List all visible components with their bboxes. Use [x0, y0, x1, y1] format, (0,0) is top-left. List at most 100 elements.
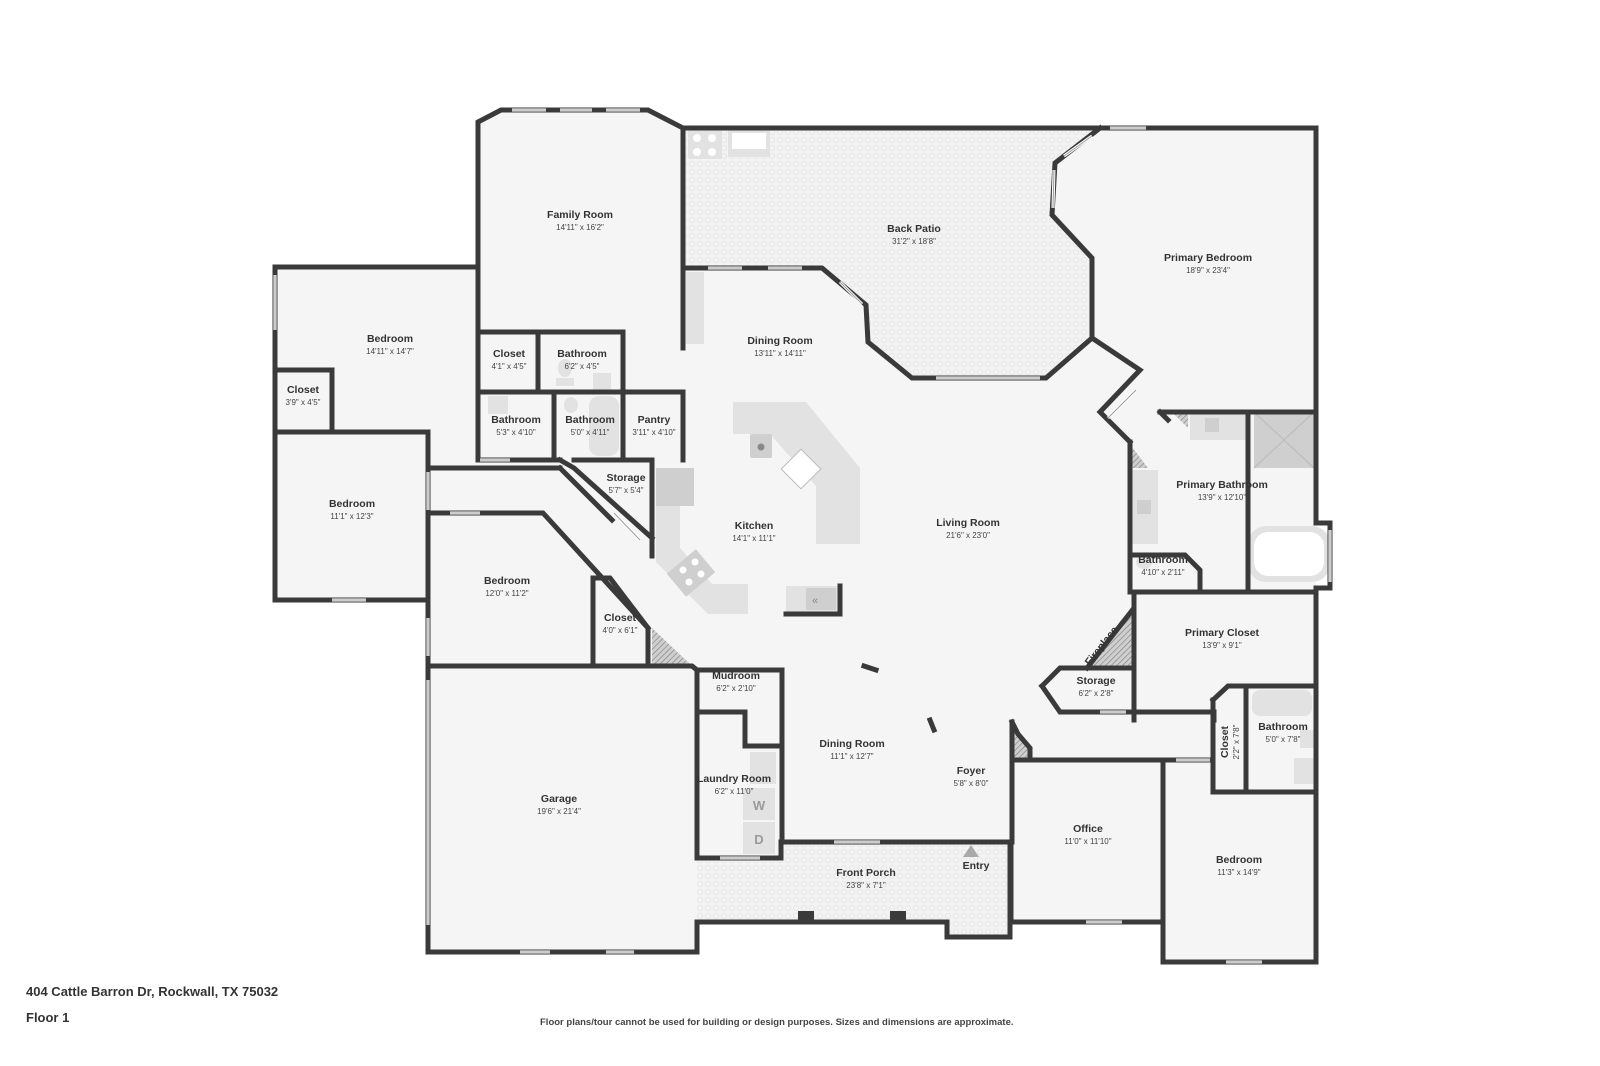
- closet-a-name: Closet: [493, 348, 526, 360]
- bedroom-w-dim: 11'1" x 12'3": [330, 512, 373, 521]
- foyer-name: Foyer: [957, 765, 986, 777]
- property-address: 404 Cattle Barron Dr, Rockwall, TX 75032: [26, 984, 279, 999]
- closet-d-dim: 2'2" x 7'8": [1232, 724, 1241, 759]
- mudroom-dim: 6'2" x 2'10": [716, 684, 756, 693]
- toilet-icon-2: [564, 397, 578, 413]
- sink-icon: [593, 373, 611, 390]
- dining-room-n-name: Dining Room: [747, 335, 812, 347]
- floor-label: Floor 1: [26, 1010, 70, 1025]
- garage-dim: 19'6" x 21'4": [537, 807, 581, 816]
- bedroom-w-name: Bedroom: [329, 498, 375, 510]
- storage-a-dim: 5'7" x 5'4": [609, 486, 644, 495]
- dining-room-s-dim: 11'1" x 12'7": [830, 752, 873, 761]
- dryer-label: D: [754, 832, 763, 847]
- office-name: Office: [1073, 823, 1103, 835]
- entry-arrow-icon: [963, 845, 979, 857]
- vanity-icon-2: [1294, 758, 1314, 784]
- dining-room-n-dim: 13'11" x 14'11": [754, 349, 806, 358]
- closet-c-name: Closet: [604, 612, 637, 624]
- bathroom-d-name: Bathroom: [1138, 554, 1188, 566]
- primary-bathroom-name: Primary Bathroom: [1176, 479, 1268, 491]
- storage-a-name: Storage: [606, 472, 645, 484]
- primary-bedroom-dim: 18'9" x 23'4": [1186, 266, 1230, 275]
- oven-glyph: «: [812, 595, 818, 607]
- garage-name: Garage: [541, 793, 577, 805]
- dryer-icon: [743, 822, 775, 854]
- bathroom-c-dim: 5'0" x 4'11": [571, 428, 610, 437]
- washer-icon: [743, 788, 775, 820]
- cooktop-icon: [666, 549, 716, 597]
- fixtures: « W D: [488, 129, 1330, 923]
- kitchen-island-icon: [733, 402, 860, 544]
- floor-fills: [275, 110, 1316, 962]
- pantry-name: Pantry: [638, 414, 671, 426]
- primary-bathroom-dim: 13'9" x 12'10": [1198, 493, 1246, 502]
- front-porch-area: [697, 842, 1010, 937]
- office-dim: 11'0" x 11'10": [1064, 837, 1111, 846]
- family-room-dim: 14'11" x 16'2": [556, 223, 604, 232]
- bedroom-nw-dim: 14'11" x 14'7": [366, 347, 414, 356]
- closet-b-dim: 3'9" x 4'5": [286, 398, 321, 407]
- bathroom-e-name: Bathroom: [1258, 721, 1308, 733]
- bedroom-c-dim: 12'0" x 11'2": [485, 589, 528, 598]
- laundry-room-name: Laundry Room: [697, 773, 771, 785]
- kitchen-dim: 14'1" x 11'1": [732, 534, 775, 543]
- back-patio-name: Back Patio: [887, 223, 941, 235]
- storage-b-dim: 6'2" x 2'8": [1079, 689, 1114, 698]
- primary-bedroom-name: Primary Bedroom: [1164, 252, 1252, 264]
- primary-vanity: [1190, 412, 1250, 440]
- front-porch-name: Front Porch: [836, 867, 896, 879]
- back-patio-area: [683, 128, 1100, 378]
- entry-name: Entry: [963, 860, 990, 872]
- primary-closet-name: Primary Closet: [1185, 627, 1260, 639]
- storage-b-name: Storage: [1076, 675, 1115, 687]
- tub-icon: [1252, 690, 1312, 716]
- closet-a-dim: 4'1" x 4'5": [492, 362, 527, 371]
- primary-bath-corner-hatch: [1172, 412, 1188, 428]
- mudroom-name: Mudroom: [712, 670, 760, 682]
- bathroom-e-dim: 5'0" x 7'8": [1266, 735, 1301, 744]
- bedroom-se-name: Bedroom: [1216, 854, 1262, 866]
- windows: [273, 108, 1332, 964]
- closet-b-name: Closet: [287, 384, 320, 396]
- primary-sink-2: [1137, 500, 1151, 514]
- refrigerator-icon: [656, 468, 694, 506]
- bathroom-b-dim: 5'3" x 4'10": [496, 428, 536, 437]
- outdoor-grill-icon: [688, 129, 770, 159]
- bathtub-icon: [589, 396, 619, 456]
- toilet-icon-4: [1300, 730, 1314, 748]
- kitchen-name: Kitchen: [735, 520, 774, 532]
- bathtub-inner: [1254, 532, 1324, 576]
- bathroom-d-dim: 4'10" x 2'11": [1141, 568, 1184, 577]
- disclaimer-text: Floor plans/tour cannot be used for buil…: [540, 1017, 1014, 1028]
- bedroom-c-name: Bedroom: [484, 575, 530, 587]
- bedroom-nw-name: Bedroom: [367, 333, 413, 345]
- bathroom-b-name: Bathroom: [491, 414, 541, 426]
- dining-counter: [686, 272, 704, 344]
- back-patio-dim: 31'2" x 18'8": [892, 237, 936, 246]
- bathroom-c-name: Bathroom: [565, 414, 615, 426]
- toilet-icon: [556, 359, 574, 386]
- living-room-dim: 21'6" x 23'0": [946, 531, 990, 540]
- closet-d-name: Closet: [1219, 725, 1231, 758]
- toilet-icon-3: [1136, 555, 1152, 569]
- foyer-dim: 5'8" x 8'0": [954, 779, 989, 788]
- vanity-icon: [488, 396, 508, 414]
- house-interior: [275, 110, 1316, 962]
- closet-c-hatch: [652, 628, 692, 666]
- primary-bath-corner-hatch-2: [1132, 447, 1148, 468]
- oven-icon: [806, 588, 836, 610]
- living-room-name: Living Room: [936, 517, 1000, 529]
- bathroom-a-dim: 6'2" x 4'5": [565, 362, 600, 371]
- closet-c-dim: 4'0" x 6'1": [603, 626, 638, 635]
- bathroom-a-name: Bathroom: [557, 348, 607, 360]
- dining-room-s-name: Dining Room: [819, 738, 884, 750]
- laundry-shelf: [750, 752, 776, 784]
- primary-closet-dim: 13'9" x 9'1": [1202, 641, 1242, 650]
- front-porch-dim: 23'8" x 7'1": [846, 881, 886, 890]
- pantry-dim: 3'11" x 4'10": [632, 428, 675, 437]
- laundry-room-dim: 6'2" x 11'0": [715, 787, 754, 796]
- family-room-name: Family Room: [547, 209, 613, 221]
- bedroom-se-dim: 11'3" x 14'9": [1217, 868, 1260, 877]
